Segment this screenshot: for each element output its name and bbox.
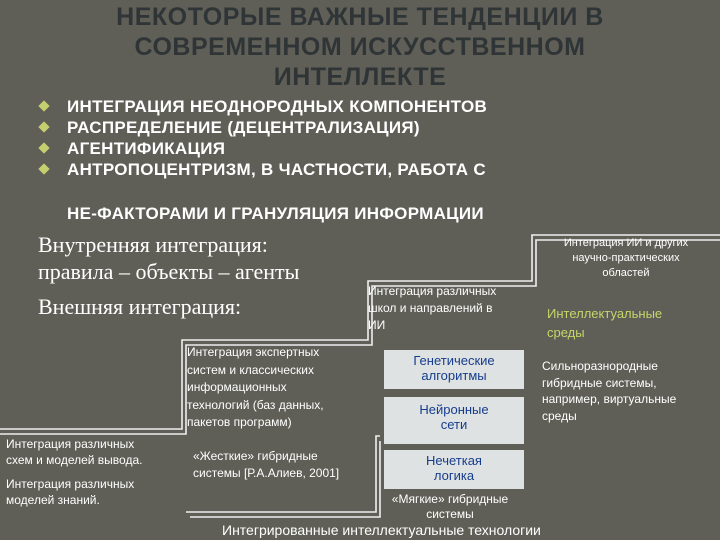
stair-line-4 xyxy=(190,441,381,518)
box-fuzzy-logic: Нечеткая логика xyxy=(384,450,524,489)
label-soft-hybrid-systems: «Мягкие» гибридные системы xyxy=(391,492,509,521)
label-knowledge-models: Интеграция различных моделей знаний. xyxy=(6,477,135,507)
label-schemes-integration: Интеграция различных схем и моделей выво… xyxy=(6,437,143,467)
box-genetic-algorithms: Генетические алгоритмы xyxy=(384,350,524,389)
label-intelligent-environments: Интеллектуальные среды xyxy=(547,306,663,340)
label-expert-systems: Интеграция экспертных систем и классичес… xyxy=(187,345,324,429)
diamond-bullet-icon xyxy=(38,142,50,154)
stair-line-1 xyxy=(0,234,720,430)
title-line: СОВРЕМЕННОМ ИСКУССТВЕННОМ xyxy=(134,33,586,61)
list-item: АГЕНТИФИКАЦИЯ xyxy=(38,138,698,159)
list-item: ИНТЕГРАЦИЯ НЕОДНОРОДНЫХ КОМПОНЕНТОВ xyxy=(38,96,698,117)
label-schools-integration: Интеграция различных школ и направлений … xyxy=(368,284,497,332)
title-line: ИНТЕЛЛЕКТЕ xyxy=(273,63,447,91)
external-integration: Внешняя интеграция: xyxy=(38,294,242,319)
internal-integration-line2: правила – объекты – агенты xyxy=(38,259,300,284)
box-neural-networks: Нейронные сети xyxy=(384,397,524,444)
footer-caption: Интегрированные интеллектуальные техноло… xyxy=(222,522,541,538)
internal-integration-line1: Внутренняя интеграция: xyxy=(38,232,268,257)
label-ii-integration: Интеграция ИИ и других научно-практическ… xyxy=(563,237,689,279)
stair-line-3 xyxy=(186,435,380,513)
list-item: РАСПРЕДЕЛЕНИЕ (ДЕЦЕНТРАЛИЗАЦИЯ) xyxy=(38,117,698,138)
label-heterogeneous-systems: Сильноразнородные гибридные системы, нап… xyxy=(542,359,677,423)
diamond-bullet-icon xyxy=(38,121,50,133)
title-line: НЕКОТОРЫЕ ВАЖНЫЕ ТЕНДЕНЦИИ В xyxy=(116,3,604,31)
label-hard-hybrid-systems: «Жесткие» гибридные системы [Р.А.Алиев, … xyxy=(193,449,340,480)
bullet-continuation: НЕ-ФАКТОРАМИ И ГРАНУЛЯЦИЯ ИНФОРМАЦИИ xyxy=(67,204,484,223)
stair-line-2 xyxy=(0,239,720,435)
slide-title: НЕКОТОРЫЕ ВАЖНЫЕ ТЕНДЕНЦИИ В СОВРЕМЕННОМ… xyxy=(30,2,690,92)
bullet-list: ИНТЕГРАЦИЯ НЕОДНОРОДНЫХ КОМПОНЕНТОВ РАСП… xyxy=(38,96,698,180)
list-item: АНТРОПОЦЕНТРИЗМ, В ЧАСТНОСТИ, РАБОТА С xyxy=(38,159,698,180)
diamond-bullet-icon xyxy=(38,100,50,112)
diamond-bullet-icon xyxy=(38,163,50,175)
